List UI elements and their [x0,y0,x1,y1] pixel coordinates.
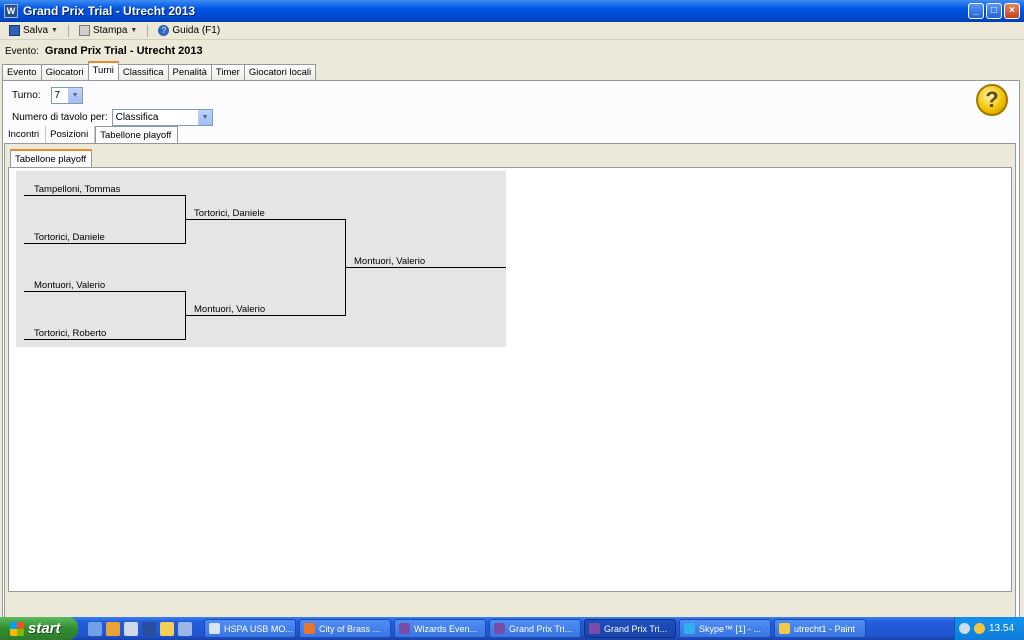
bracket-line [185,219,345,220]
tab-tabellone-playoff[interactable]: Tabellone playoff [95,126,179,143]
network-icon[interactable] [959,623,970,634]
bracket-line [24,195,185,196]
save-button[interactable]: Salva ▼ [6,24,61,37]
browser-icon[interactable] [106,621,120,636]
bracket-line [24,243,185,244]
tab-penalita[interactable]: Penalità [167,64,212,80]
security-icon[interactable] [974,623,985,634]
quick-launch [88,621,192,636]
firefox-icon [304,623,315,634]
tab-giocatori[interactable]: Giocatori [40,64,89,80]
start-button[interactable]: start [0,617,78,640]
bracket-line [24,291,185,292]
wizards-icon [494,623,505,634]
title-bar: W Grand Prix Trial - Utrecht 2013 _ □ × [0,0,1024,22]
taskbar-button[interactable]: HSPA USB MO... [204,619,296,638]
help-button[interactable]: ? Guida (F1) [155,24,223,37]
taskbar-button[interactable]: utrecht1 - Paint [774,619,866,638]
bracket-line [185,315,345,316]
tavolo-row: Numero di tavolo per: Classifica ▼ [12,109,213,126]
turno-select[interactable]: 7 ▼ [50,87,83,104]
windows-logo-icon [10,621,24,636]
event-name: Grand Prix Trial - Utrecht 2013 [44,45,203,57]
wizards-icon [399,623,410,634]
tab-evento[interactable]: Evento [2,64,42,80]
tab-tabellone-playoff-inner[interactable]: Tabellone playoff [10,149,93,167]
chevron-down-icon: ▼ [130,27,138,34]
tab-incontri[interactable]: Incontri [4,126,47,143]
event-header: Evento: Grand Prix Trial - Utrecht 2013 [5,45,203,57]
wizards-icon [589,623,600,634]
tavolo-label: Numero di tavolo per: [12,112,108,123]
bracket-winner: Montuori, Valerio [354,256,426,267]
window-icon[interactable] [178,621,192,636]
bracket-line [24,339,185,340]
modem-icon [209,623,220,634]
turno-label: Turno: [12,90,41,101]
help-icon: ? [158,25,170,36]
maximize-button[interactable]: □ [986,3,1002,19]
tab-posizioni[interactable]: Posizioni [46,126,96,143]
bracket-player-2: Tortorici, Daniele [34,232,105,243]
tavolo-select[interactable]: Classifica ▼ [111,109,213,126]
desktop-icon[interactable] [88,621,102,636]
event-label: Evento: [5,45,39,57]
bracket-line [345,267,506,268]
paint-icon [779,623,790,634]
playoff-bracket: Tampelloni, Tommas Tortorici, Daniele Mo… [16,171,506,347]
sub-tabs: Incontri Posizioni Tabellone playoff [4,126,179,143]
bracket-player-3: Montuori, Valerio [34,280,106,291]
bracket-player-4: Tortorici, Roberto [34,328,107,339]
floppy-disk-icon [9,25,20,36]
main-tabs: Evento Giocatori Turni Classifica Penali… [2,61,317,80]
taskbar-button[interactable]: Wizards Even... [394,619,486,638]
bracket-player-1: Tampelloni, Tommas [34,184,121,195]
chevron-down-icon: ▼ [51,27,58,34]
folder-icon[interactable] [160,621,174,636]
taskbar-button[interactable]: Grand Prix Tri... [489,619,581,638]
bracket-finalist-2: Montuori, Valerio [194,304,266,315]
clock[interactable]: 13.54 [989,623,1015,634]
bracket-finalist-1: Tortorici, Daniele [194,208,265,219]
toolbar: Salva ▼ Stampa ▼ ? Guida (F1) [0,22,1024,40]
tab-turni[interactable]: Turni [87,61,119,80]
help-icon[interactable]: ? [976,84,1008,116]
app-icon[interactable] [142,621,156,636]
taskbar-button[interactable]: City of Brass ... [299,619,391,638]
tab-giocatori-locali[interactable]: Giocatori locali [243,64,317,80]
minimize-button[interactable]: _ [968,3,984,19]
chevron-down-icon[interactable]: ▼ [197,110,212,125]
chevron-down-icon[interactable]: ▼ [67,88,82,103]
app-icon: W [4,4,18,18]
tab-timer[interactable]: Timer [210,64,245,80]
media-icon[interactable] [124,621,138,636]
print-button[interactable]: Stampa ▼ [76,24,140,37]
taskbar-button[interactable]: Skype™ [1] - ... [679,619,771,638]
printer-icon [78,25,90,36]
tab-classifica[interactable]: Classifica [117,64,169,80]
system-tray: 13.54 [954,617,1024,640]
window-title: Grand Prix Trial - Utrecht 2013 [23,4,196,18]
taskbar-button-active[interactable]: Grand Prix Tri... [584,619,676,638]
skype-icon [684,623,695,634]
close-button[interactable]: × [1004,3,1020,19]
taskbar: start HSPA USB MO... City of Brass ... W… [0,617,1024,640]
turno-row: Turno: 7 ▼ [12,87,83,104]
